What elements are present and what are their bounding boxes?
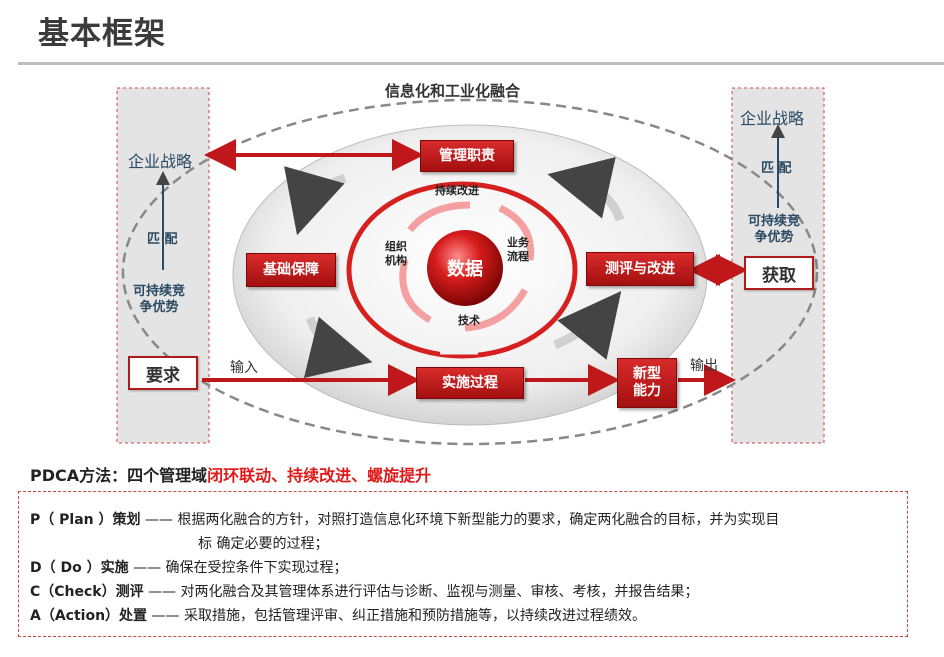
organization-label: 组织 机构 [385,240,407,267]
pdca-key: P（ Plan ）策划 [30,512,141,528]
technology-label: 技术 [458,314,480,327]
pdca-desc: 确保在受控条件下实现过程； [165,560,348,576]
management-duty-box[interactable]: 管理职责 [420,140,514,172]
spiral-arrow-2 [498,204,535,261]
pdca-separator: —— [144,512,173,528]
right-advantage-label: 可持续竞 争优势 [748,214,801,246]
pdca-desc: 根据两化融合的方针，对照打造信息化环境下新型能力的要求，确定两化融合的目标，并为… [177,512,780,528]
pdca-desc: 对两化融合及其管理体系进行评估与诊断、监视与测量、审核、考核，并报告结果； [180,584,699,600]
data-center-label: 数据 [447,259,483,280]
new-capability-box[interactable]: 新型 能力 [617,358,677,408]
cycle-arrow-top-right [547,157,625,222]
output-label: 输出 [690,358,718,374]
title-divider [18,62,944,65]
pdca-box [18,491,908,637]
right-match-label: 匹 配 [761,161,792,176]
pdca-separator: —— [148,584,177,600]
improvement-ring [346,181,578,359]
pdca-desc-cont: 标 确定必要的过程； [198,536,329,552]
left-strategy-label: 企业战略 [128,152,193,171]
pdca-key: A（Action）处置 [30,608,148,624]
continuous-improvement-label: 持续改进 [435,184,479,197]
requirement-box[interactable]: 要求 [128,356,198,390]
pdca-separator: —— [133,560,162,576]
pdca-title-prefix: PDCA方法：四个管理域 [30,466,208,485]
left-advantage-label: 可持续竞 争优势 [133,284,186,316]
obtain-box[interactable]: 获取 [744,256,814,290]
pdca-desc: 采取措施，包括管理评审、纠正措施和预防措施等，以持续改进过程绩效。 [183,608,646,624]
spiral-arrow-3 [464,288,529,332]
pdca-key: D（ Do ）实施 [30,560,129,576]
page-title: 基本框架 [38,16,166,52]
data-core [427,230,503,306]
cycle-arrow-bottom-left [303,316,373,378]
pdca-separator: —— [151,608,180,624]
pdca-title: PDCA方法：四个管理域闭环联动、持续改进、螺旋提升 [30,462,431,486]
input-label: 输入 [230,360,258,376]
cycle-arrow-top-left [284,166,347,236]
pdca-row-check: C（Check）测评 —— 对两化融合及其管理体系进行评估与诊断、监视与测量、审… [30,581,699,601]
business-process-label: 业务 流程 [507,236,529,263]
spiral-arrow-4 [399,259,432,324]
cycle-arrow-bottom-right [553,290,622,360]
pdca-row-do: D（ Do ）实施 —— 确保在受控条件下实现过程； [30,557,348,577]
pdca-title-highlight: 闭环联动、持续改进、螺旋提升 [207,466,432,485]
left-match-label: 匹 配 [147,232,178,247]
pdca-row-plan-cont: 标 确定必要的过程； [198,533,328,553]
implementation-box[interactable]: 实施过程 [416,367,524,399]
foundation-box[interactable]: 基础保障 [246,253,336,287]
pdca-row-plan: P（ Plan ）策划 —— 根据两化融合的方针，对照打造信息化环境下新型能力的… [30,509,779,529]
pdca-row-act: A（Action）处置 —— 采取措施，包括管理评审、纠正措施和预防措施等，以持… [30,605,646,625]
integration-label: 信息化和工业化融合 [385,82,521,100]
right-strategy-label: 企业战略 [740,109,805,128]
evaluation-box[interactable]: 测评与改进 [586,252,694,286]
pdca-key: C（Check）测评 [30,584,144,600]
outer-dashed-ellipse [121,98,819,446]
spiral-arrow-1 [407,201,471,233]
